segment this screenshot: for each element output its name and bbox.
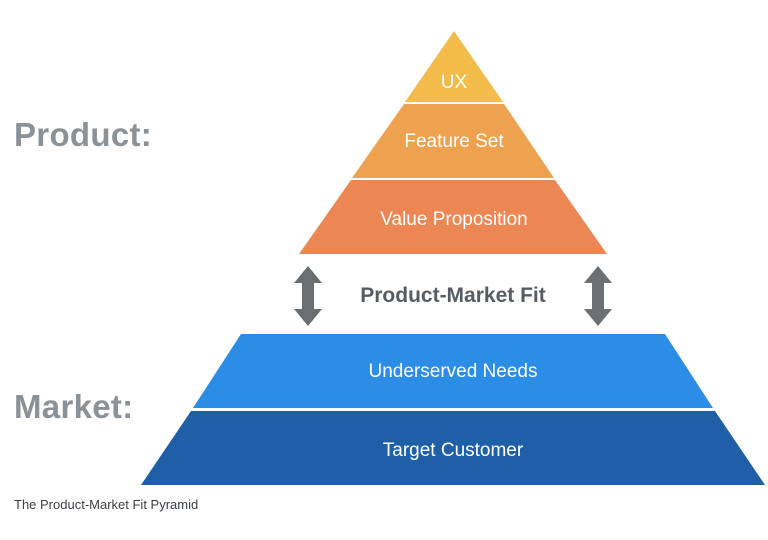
left-double-arrow-icon: [294, 266, 322, 326]
tier-value-proposition: [299, 180, 607, 254]
tier-value-proposition-label: Value Proposition: [380, 209, 528, 230]
tier-target-customer-label: Target Customer: [383, 440, 524, 461]
market-section-label: Market:: [14, 388, 134, 425]
figure-caption: The Product-Market Fit Pyramid: [14, 497, 199, 512]
tier-target-customer: [141, 411, 765, 485]
right-double-arrow-icon: [584, 266, 612, 326]
product-market-fit-label: Product-Market Fit: [360, 284, 546, 307]
tier-underserved-needs-label: Underserved Needs: [369, 361, 538, 382]
tier-ux: [405, 31, 503, 102]
tier-underserved-needs: [193, 334, 713, 408]
tier-feature-set-label: Feature Set: [404, 131, 504, 152]
tier-feature-set: [352, 104, 554, 178]
tier-ux-label: UX: [441, 72, 468, 93]
product-section-label: Product:: [14, 116, 153, 153]
